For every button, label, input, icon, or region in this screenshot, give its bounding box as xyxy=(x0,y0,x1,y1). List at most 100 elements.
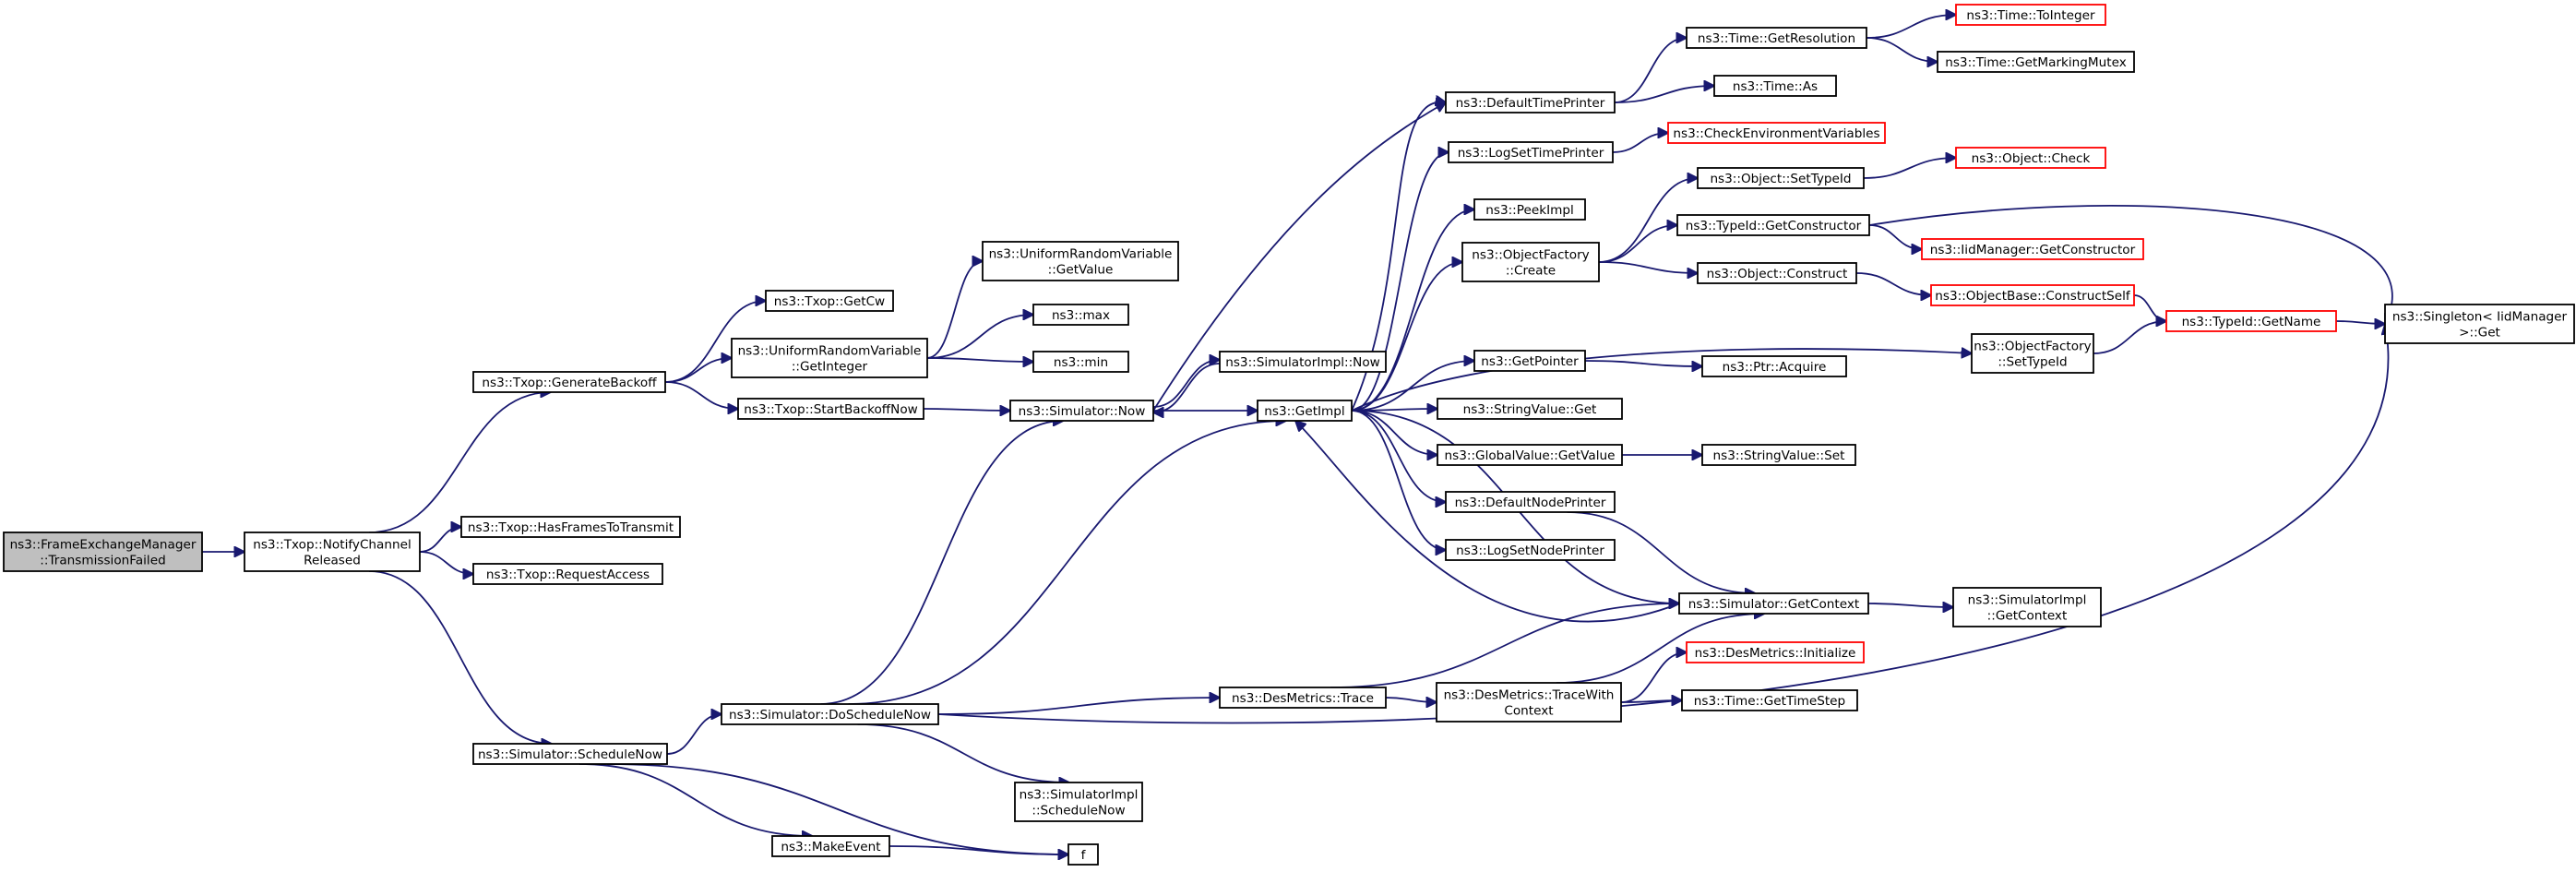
node-box[interactable] xyxy=(1436,682,1622,723)
node-singletonget[interactable]: ns3::Singleton< IidManager>::Get xyxy=(2384,304,2575,344)
node-globalvalget[interactable]: ns3::GlobalValue::GetValue xyxy=(1437,444,1623,466)
node-box[interactable] xyxy=(1257,400,1353,422)
node-objsettypeid[interactable]: ns3::Object::SetTypeId xyxy=(1697,167,1865,189)
node-startback[interactable]: ns3::Txop::StartBackoffNow xyxy=(737,398,924,420)
node-simnow[interactable]: ns3::Simulator::Now xyxy=(1009,400,1154,422)
node-box[interactable] xyxy=(765,290,894,312)
node-timegetmark[interactable]: ns3::Time::GetMarkingMutex xyxy=(1937,51,2135,73)
node-max[interactable]: ns3::max xyxy=(1032,304,1129,326)
node-box[interactable] xyxy=(3,532,203,572)
node-box[interactable] xyxy=(1032,351,1129,373)
node-root[interactable]: ns3::FrameExchangeManager::TransmissionF… xyxy=(3,532,203,572)
node-box[interactable] xyxy=(472,371,666,393)
node-ptracquire[interactable]: ns3::Ptr::Acquire xyxy=(1701,355,1847,377)
node-box[interactable] xyxy=(1686,27,1867,49)
node-getpointer[interactable]: ns3::GetPointer xyxy=(1473,350,1586,372)
node-box[interactable] xyxy=(1937,51,2135,73)
node-box[interactable] xyxy=(1681,689,1858,711)
node-urvgetint[interactable]: ns3::UniformRandomVariable::GetInteger xyxy=(731,338,928,378)
node-genback[interactable]: ns3::Txop::GenerateBackoff xyxy=(472,371,666,393)
node-urvgetval[interactable]: ns3::UniformRandomVariable::GetValue xyxy=(982,241,1179,281)
node-box[interactable] xyxy=(472,563,663,585)
node-box[interactable] xyxy=(1930,284,2135,306)
node-box[interactable] xyxy=(1713,75,1837,97)
node-box[interactable] xyxy=(1697,262,1857,284)
node-box[interactable] xyxy=(1921,238,2144,260)
node-typeidgetname[interactable]: ns3::TypeId::GetName xyxy=(2165,310,2337,332)
node-box[interactable] xyxy=(721,703,939,725)
node-box[interactable] xyxy=(1678,592,1869,615)
node-peekimpl[interactable]: ns3::PeekImpl xyxy=(1473,198,1586,221)
node-desminit[interactable]: ns3::DesMetrics::Initialize xyxy=(1686,641,1865,663)
node-box[interactable] xyxy=(1473,198,1586,221)
node-hasframes[interactable]: ns3::Txop::HasFramesToTransmit xyxy=(460,516,681,538)
node-box[interactable] xyxy=(1955,4,2106,26)
node-iidgetctor[interactable]: ns3::IidManager::GetConstructor xyxy=(1921,238,2144,260)
node-box[interactable] xyxy=(1032,304,1129,326)
node-strvalget[interactable]: ns3::StringValue::Get xyxy=(1437,398,1623,420)
node-box[interactable] xyxy=(2165,310,2337,332)
node-box[interactable] xyxy=(1955,147,2106,169)
node-f[interactable]: f xyxy=(1067,843,1099,866)
node-box[interactable] xyxy=(1461,242,1600,282)
node-box[interactable] xyxy=(1686,641,1865,663)
node-timeas[interactable]: ns3::Time::As xyxy=(1713,75,1837,97)
node-box[interactable] xyxy=(1009,400,1154,422)
node-box[interactable] xyxy=(1067,843,1099,866)
node-getcw[interactable]: ns3::Txop::GetCw xyxy=(765,290,894,312)
node-box[interactable] xyxy=(771,835,890,857)
node-timegetres[interactable]: ns3::Time::GetResolution xyxy=(1686,27,1867,49)
node-box[interactable] xyxy=(1219,351,1387,373)
node-box[interactable] xyxy=(1445,91,1616,113)
node-reqaccess[interactable]: ns3::Txop::RequestAccess xyxy=(472,563,663,585)
node-objfactsettypeid[interactable]: ns3::ObjectFactory::SetTypeId xyxy=(1971,333,2094,374)
node-doschednow[interactable]: ns3::Simulator::DoScheduleNow xyxy=(721,703,939,725)
node-box[interactable] xyxy=(460,516,681,538)
node-logsettimeprinter[interactable]: ns3::LogSetTimePrinter xyxy=(1448,141,1614,163)
node-logsetnodeprinter[interactable]: ns3::LogSetNodePrinter xyxy=(1445,539,1616,561)
node-box[interactable] xyxy=(737,398,924,420)
node-simgetctx[interactable]: ns3::Simulator::GetContext xyxy=(1678,592,1869,615)
node-timegetstep[interactable]: ns3::Time::GetTimeStep xyxy=(1681,689,1858,711)
node-box[interactable] xyxy=(1971,333,2094,374)
node-typeidgetctor[interactable]: ns3::TypeId::GetConstructor xyxy=(1676,214,1870,236)
node-box[interactable] xyxy=(1952,587,2102,627)
node-box[interactable] xyxy=(1701,444,1856,466)
node-simimplnow[interactable]: ns3::SimulatorImpl::Now xyxy=(1219,351,1387,373)
node-box[interactable] xyxy=(1473,350,1586,372)
node-objconstruct[interactable]: ns3::Object::Construct xyxy=(1697,262,1857,284)
node-box[interactable] xyxy=(1667,122,1886,144)
node-box[interactable] xyxy=(472,743,668,765)
node-min[interactable]: ns3::min xyxy=(1032,351,1129,373)
node-box[interactable] xyxy=(982,241,1179,281)
node-box[interactable] xyxy=(244,532,421,572)
node-getimpl[interactable]: ns3::GetImpl xyxy=(1257,400,1353,422)
node-box[interactable] xyxy=(1697,167,1865,189)
node-box[interactable] xyxy=(1437,398,1623,420)
node-box[interactable] xyxy=(1014,782,1143,822)
node-box[interactable] xyxy=(1701,355,1847,377)
node-timetoint[interactable]: ns3::Time::ToInteger xyxy=(1955,4,2106,26)
node-strvalset[interactable]: ns3::StringValue::Set xyxy=(1701,444,1856,466)
node-box[interactable] xyxy=(1448,141,1614,163)
node-box[interactable] xyxy=(1445,539,1616,561)
node-checkenv[interactable]: ns3::CheckEnvironmentVariables xyxy=(1667,122,1886,144)
node-box[interactable] xyxy=(1437,444,1623,466)
node-box[interactable] xyxy=(1445,491,1616,513)
node-box[interactable] xyxy=(2384,304,2575,344)
node-objbaseconstruct[interactable]: ns3::ObjectBase::ConstructSelf xyxy=(1930,284,2135,306)
node-box[interactable] xyxy=(731,338,928,378)
node-simimplgetctx[interactable]: ns3::SimulatorImpl::GetContext xyxy=(1952,587,2102,627)
node-objfactcreate[interactable]: ns3::ObjectFactory::Create xyxy=(1461,242,1600,282)
node-defnodeprinter[interactable]: ns3::DefaultNodePrinter xyxy=(1445,491,1616,513)
node-box[interactable] xyxy=(1219,687,1387,709)
node-desmtrace[interactable]: ns3::DesMetrics::Trace xyxy=(1219,687,1387,709)
node-simimplsched[interactable]: ns3::SimulatorImpl::ScheduleNow xyxy=(1014,782,1143,822)
node-objcheck[interactable]: ns3::Object::Check xyxy=(1955,147,2106,169)
node-box[interactable] xyxy=(1676,214,1870,236)
node-deftimeprinter[interactable]: ns3::DefaultTimePrinter xyxy=(1445,91,1616,113)
node-makeevent[interactable]: ns3::MakeEvent xyxy=(771,835,890,857)
node-schednow[interactable]: ns3::Simulator::ScheduleNow xyxy=(472,743,668,765)
